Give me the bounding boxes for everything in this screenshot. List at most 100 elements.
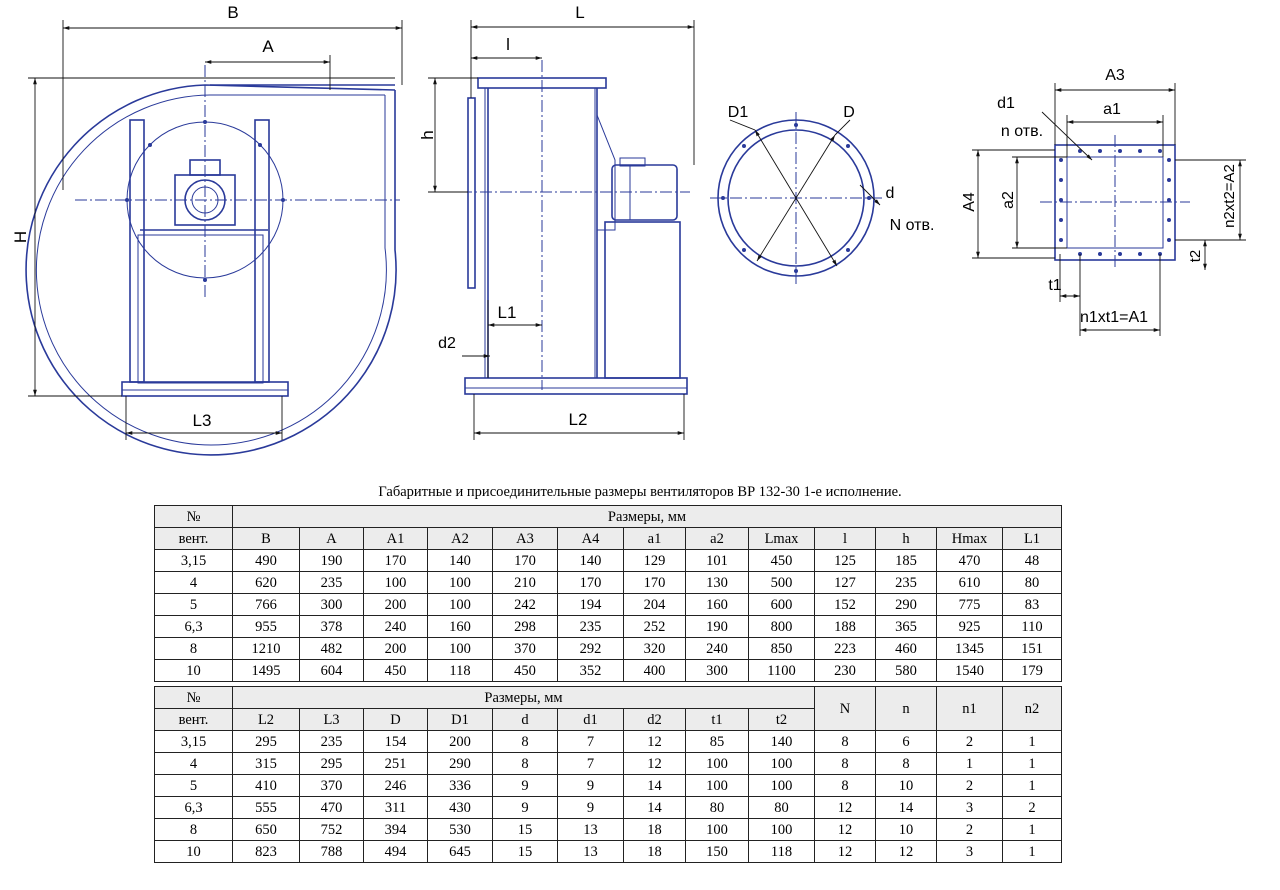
vent-number-header-2: вент.	[154, 527, 233, 550]
table-cell: 194	[557, 593, 624, 616]
table-cell: 118	[427, 659, 493, 682]
label-n2xt2: n2xt2=A2	[1221, 164, 1238, 228]
table-cell: 494	[363, 840, 428, 863]
label-H: H	[11, 231, 30, 243]
column-header: t2	[748, 708, 815, 731]
front-view: B A H L3	[11, 3, 403, 456]
table-cell: 500	[748, 571, 815, 594]
label-d2: d2	[438, 335, 456, 352]
table-cell: 110	[1002, 615, 1062, 638]
table-cell: 775	[936, 593, 1003, 616]
column-header: A1	[363, 527, 428, 550]
table-cell: 179	[1002, 659, 1062, 682]
table-title: Габаритные и присоединительные размеры в…	[378, 484, 902, 500]
column-header: D1	[427, 708, 493, 731]
table-cell: 100	[427, 593, 493, 616]
table-cell: 12	[814, 818, 876, 841]
table-cell: 430	[427, 796, 493, 819]
column-header: h	[875, 527, 937, 550]
table-cell: 450	[363, 659, 428, 682]
table-cell: 80	[685, 796, 749, 819]
column-header: t1	[685, 708, 749, 731]
table-cell: 242	[492, 593, 558, 616]
dimensions-group-header: Размеры, мм	[232, 505, 1062, 528]
column-header: Lmax	[748, 527, 815, 550]
table-cell: 530	[427, 818, 493, 841]
table-cell: 12	[623, 752, 686, 775]
table-cell: 200	[427, 730, 493, 753]
table-cell: 1495	[232, 659, 300, 682]
table-cell: 955	[232, 615, 300, 638]
label-A3: A3	[1105, 67, 1125, 84]
column-header: Hmax	[936, 527, 1003, 550]
label-D: D	[843, 104, 855, 121]
table-cell: 925	[936, 615, 1003, 638]
table-cell: 6	[875, 730, 937, 753]
label-d: d	[886, 185, 895, 202]
table-cell: 788	[299, 840, 364, 863]
table-cell: 460	[875, 637, 937, 660]
table-cell: 7	[557, 752, 624, 775]
table-cell: 315	[232, 752, 300, 775]
table-cell: 645	[427, 840, 493, 863]
table-cell: 15	[492, 818, 558, 841]
label-l: l	[506, 35, 510, 54]
table-cell: 140	[557, 549, 624, 572]
table-cell: 130	[685, 571, 749, 594]
table-cell: 490	[232, 549, 300, 572]
table-cell: 336	[427, 774, 493, 797]
table-cell: 604	[299, 659, 364, 682]
table-cell: 14	[875, 796, 937, 819]
table-cell: 295	[232, 730, 300, 753]
table-cell: 8	[875, 752, 937, 775]
table-cell: 204	[623, 593, 686, 616]
label-t1: t1	[1048, 277, 1061, 294]
label-L: L	[575, 3, 584, 22]
table-cell: 1100	[748, 659, 815, 682]
table-cell: 400	[623, 659, 686, 682]
table-cell: 2	[936, 774, 1003, 797]
table-cell: 140	[427, 549, 493, 572]
table-cell: 240	[685, 637, 749, 660]
table-cell: 450	[492, 659, 558, 682]
table-cell: 246	[363, 774, 428, 797]
table-cell: 650	[232, 818, 300, 841]
column-header: l	[814, 527, 876, 550]
table-cell: 154	[363, 730, 428, 753]
table-cell: 12	[814, 840, 876, 863]
label-n-holes: n отв.	[1001, 123, 1043, 140]
table-cell: 240	[363, 615, 428, 638]
table-cell: 140	[748, 730, 815, 753]
table-cell: 290	[875, 593, 937, 616]
table-cell: 450	[748, 549, 815, 572]
column-header: N	[814, 686, 876, 731]
table-cell: 160	[685, 593, 749, 616]
table-cell: 170	[623, 571, 686, 594]
table-cell: 100	[427, 637, 493, 660]
table-cell: 2	[936, 730, 1003, 753]
table-cell: 14	[623, 796, 686, 819]
column-header: A4	[557, 527, 624, 550]
table-cell: 15	[492, 840, 558, 863]
table-cell: 320	[623, 637, 686, 660]
table-cell: 8	[814, 752, 876, 775]
dimensions-group-header: Размеры, мм	[232, 686, 815, 709]
vent-number-cell: 3,15	[154, 549, 233, 572]
table-cell: 151	[1002, 637, 1062, 660]
table-cell: 1	[936, 752, 1003, 775]
table-cell: 230	[814, 659, 876, 682]
table-cell: 170	[492, 549, 558, 572]
table-cell: 8	[814, 730, 876, 753]
table-cell: 18	[623, 840, 686, 863]
table-cell: 8	[492, 752, 558, 775]
table-cell: 1540	[936, 659, 1003, 682]
table-cell: 10	[875, 818, 937, 841]
table-cell: 129	[623, 549, 686, 572]
column-header: d2	[623, 708, 686, 731]
